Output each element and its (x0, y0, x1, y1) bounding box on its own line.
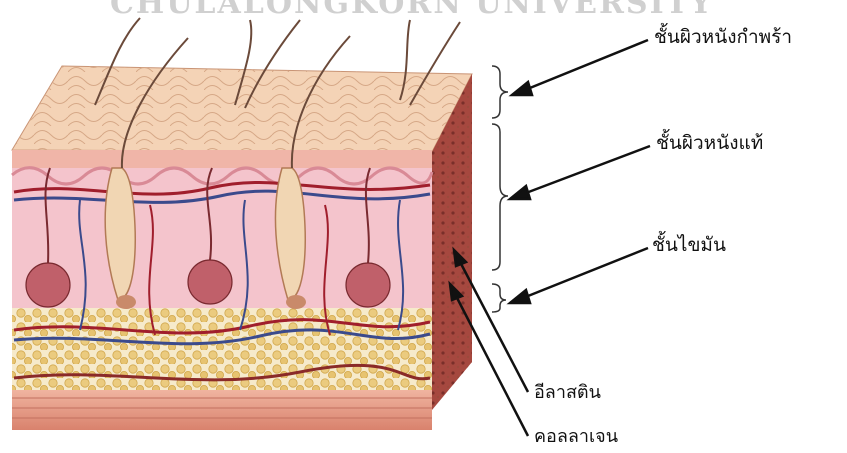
label-epidermis: ชั้นผิวหนังกำพร้า (654, 28, 792, 47)
label-collagen: คอลลาเจน (534, 428, 618, 446)
arrow-fat (518, 248, 648, 300)
layer-braces (492, 66, 508, 312)
label-arrows (450, 40, 650, 436)
arrow-dermis (518, 146, 650, 196)
muscle-layer (12, 390, 432, 430)
brace-fat (492, 284, 506, 312)
epidermis-front (12, 150, 432, 168)
arrowhead-dermis (510, 186, 530, 199)
arrow-epidermis (520, 40, 648, 92)
label-fat-layer: ชั้นไขมัน (652, 236, 726, 255)
hair-bulb-2 (286, 295, 306, 309)
fat-layer-tint (12, 308, 432, 390)
arrowhead-fat (510, 290, 530, 303)
label-elastin: อีลาสติน (534, 384, 601, 402)
label-dermis: ชั้นผิวหนังแท้ (656, 134, 763, 153)
sweat-gland-3 (346, 263, 390, 307)
brace-epidermis (492, 66, 508, 118)
hair-bulb-1 (116, 295, 136, 309)
arrowhead-epidermis (512, 82, 532, 95)
sweat-gland-2 (188, 260, 232, 304)
brace-dermis (492, 124, 508, 270)
sweat-gland-1 (26, 263, 70, 307)
